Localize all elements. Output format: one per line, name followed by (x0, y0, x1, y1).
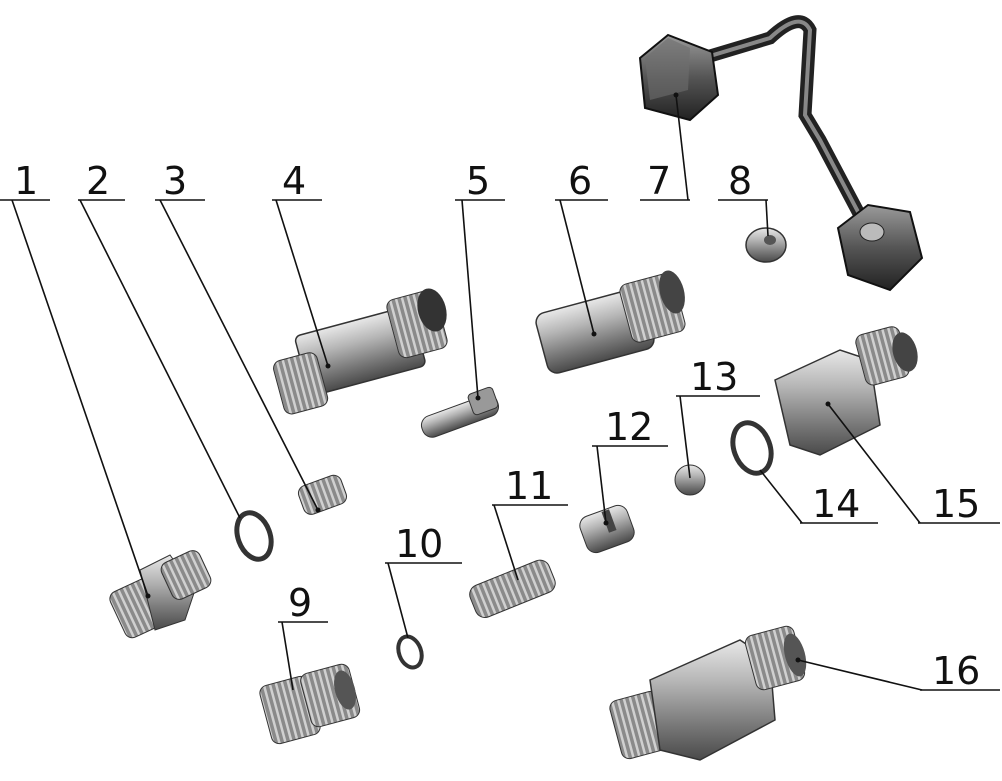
callout-9: 9 (288, 581, 312, 625)
part-1-fitting (109, 550, 212, 639)
leader-lines (0, 92, 1000, 691)
leader-15 (827, 403, 921, 524)
callout-10: 10 (395, 522, 443, 566)
leader-8 (765, 199, 769, 237)
callout-3: 3 (163, 159, 187, 203)
leader-5 (461, 199, 479, 399)
part-10-o-ring (396, 634, 424, 670)
callout-15: 15 (932, 482, 980, 526)
part-15-hex-body (774, 326, 918, 456)
callout-2: 2 (86, 159, 110, 203)
part-11-spring (469, 559, 556, 618)
part-9-fitting (259, 663, 361, 745)
leader-1 (11, 199, 149, 597)
callout-1: 1 (14, 159, 38, 203)
leader-14 (759, 469, 803, 524)
leader-9 (281, 621, 294, 691)
callout-4: 4 (282, 159, 306, 203)
leader-4 (275, 199, 329, 367)
part-2-seal-ring (234, 510, 274, 562)
callout-8: 8 (728, 159, 752, 203)
part-5-valve (420, 386, 500, 438)
callout-12: 12 (605, 405, 653, 449)
leader-6 (559, 199, 595, 335)
part-8-washer (745, 227, 787, 263)
callout-7: 7 (647, 159, 671, 203)
part-14-seal-ring (730, 420, 774, 476)
leader-10 (387, 562, 409, 639)
part-6-body (535, 270, 686, 374)
leader-13 (679, 395, 691, 479)
leader-3 (159, 199, 319, 511)
leader-11 (493, 504, 519, 581)
leader-12 (596, 445, 607, 524)
callout-11: 11 (505, 464, 553, 508)
part-7-fuel-pipe (638, 15, 924, 292)
part-3-threaded-insert (297, 474, 347, 515)
part-4-body (273, 288, 448, 415)
callout-5: 5 (466, 159, 490, 203)
callout-numbers: 1 2 3 4 5 6 7 8 9 10 11 12 13 14 15 16 (14, 159, 980, 693)
part-13-ball (674, 464, 706, 496)
leader-16 (797, 659, 923, 691)
leader-2 (79, 199, 241, 519)
part-12-sleeve (579, 504, 635, 554)
callout-6: 6 (568, 159, 592, 203)
callout-16: 16 (932, 649, 980, 693)
callout-13: 13 (690, 355, 738, 399)
callout-14: 14 (812, 482, 860, 526)
leader-7 (675, 94, 689, 201)
part-16-hex-body (609, 625, 807, 761)
